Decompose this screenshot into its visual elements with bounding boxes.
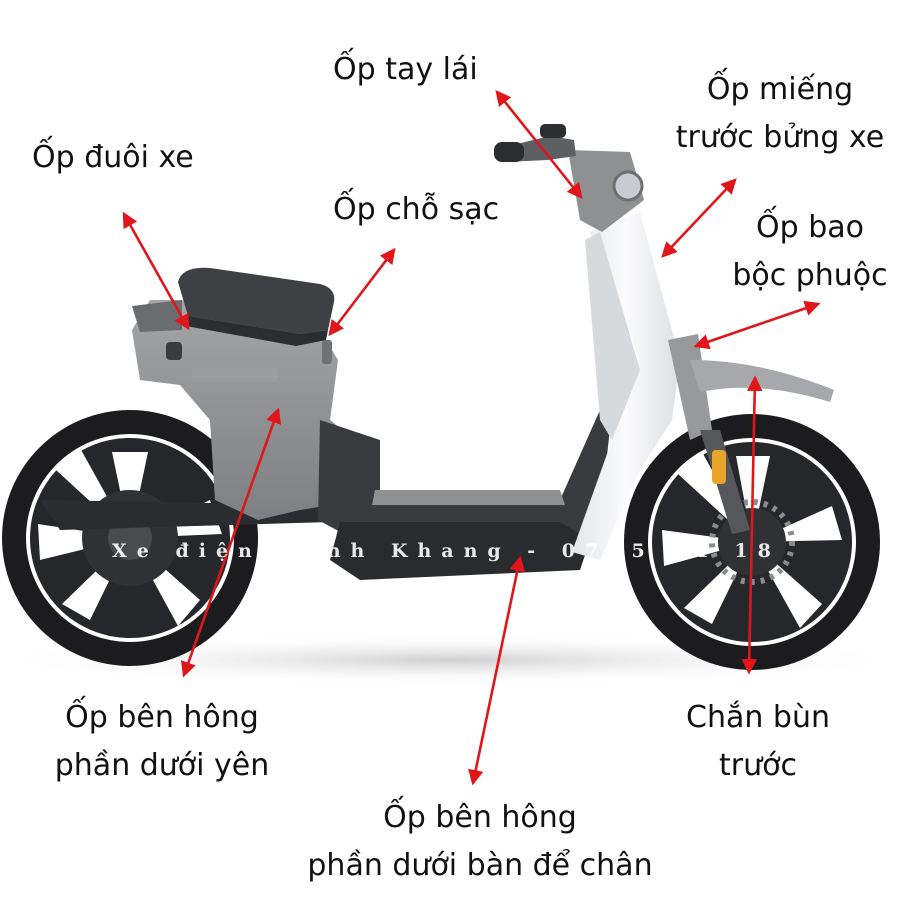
label-side-under-floorboard-line1: Ốp bên hông [383, 800, 577, 835]
label-front-fender-line1: Chắn bùn [686, 700, 830, 735]
charging-port-cover [322, 340, 332, 364]
label-front-panel: Ốp miếng trước bửng xe [666, 66, 894, 162]
front-leg-shield [572, 212, 680, 560]
seat [178, 267, 335, 334]
front-reflector [712, 450, 726, 484]
arrow-fork-cover [693, 300, 821, 350]
label-fork-cover-line1: Ốp bao [756, 210, 864, 245]
tail-light [166, 342, 182, 360]
label-front-fender-line2: trước [719, 748, 797, 783]
handle-grip [494, 142, 524, 162]
label-handlebar: Ốp tay lái [333, 46, 478, 94]
steering-head [568, 150, 644, 232]
badge-plate [192, 368, 278, 382]
annotation-arrows [122, 89, 821, 786]
label-tail-text: Ốp đuôi xe [32, 140, 194, 175]
label-front-panel-line2: trước bửng xe [675, 120, 885, 155]
label-charging-port-text: Ốp chỗ sạc [333, 192, 500, 227]
label-front-fender: Chắn bùn trước [676, 694, 840, 790]
arrow-side-under-seat [180, 407, 282, 678]
arrow-front-fender [741, 375, 763, 675]
label-fork-cover-line2: bộc phuộc [732, 258, 888, 293]
label-fork-cover: Ốp bao bộc phuộc [728, 204, 892, 300]
arrow-tail [122, 211, 190, 331]
label-side-under-floorboard-line2: phần dưới bàn để chân [307, 848, 653, 883]
label-charging-port: Ốp chỗ sạc [333, 186, 499, 234]
arrow-handlebar [495, 89, 583, 200]
label-side-under-seat: Ốp bên hông phần dưới yên [40, 694, 284, 790]
label-side-under-seat-line2: phần dưới yên [54, 748, 270, 783]
label-front-panel-line1: Ốp miếng [706, 72, 854, 107]
watermark-text: Xe điện Minh Khang - 0765 64 18 [112, 540, 772, 562]
floorboard-lower [330, 522, 590, 580]
label-tail: Ốp đuôi xe [32, 134, 194, 182]
arrow-side-under-floorboard [468, 555, 525, 786]
front-fender [690, 360, 834, 402]
arrow-front-panel [661, 178, 737, 258]
label-handlebar-text: Ốp tay lái [333, 52, 478, 87]
label-side-under-seat-line1: Ốp bên hông [65, 700, 259, 735]
headlamp [612, 170, 644, 202]
arrow-charging-port [328, 247, 396, 337]
label-side-under-floorboard: Ốp bên hông phần dưới bàn để chân [290, 794, 670, 890]
floorboard-frame [318, 410, 612, 548]
